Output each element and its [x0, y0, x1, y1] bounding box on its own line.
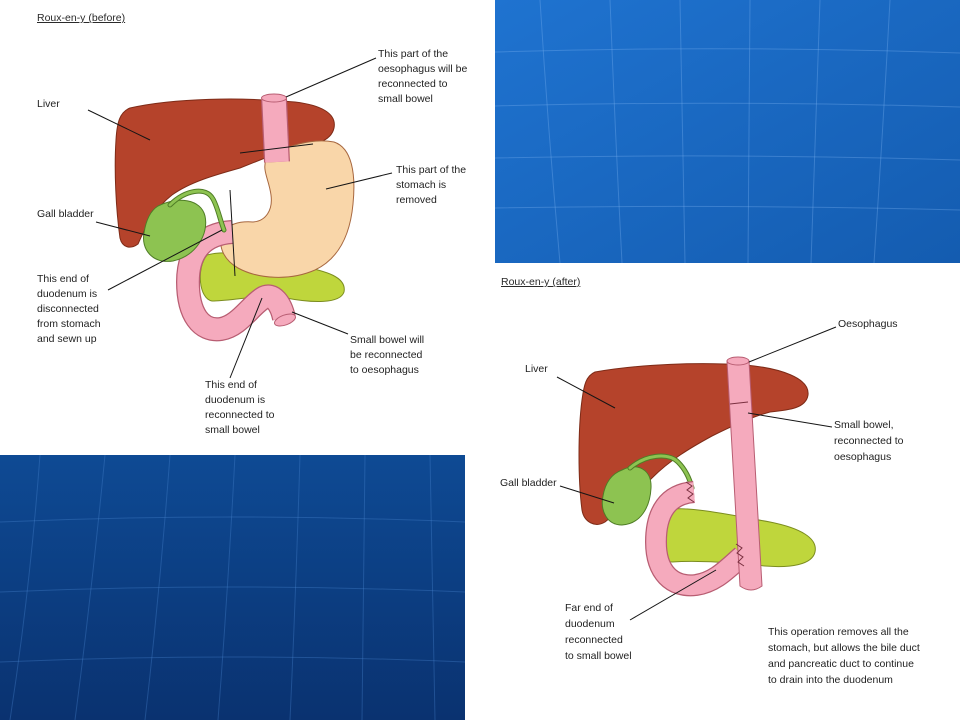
oesophagus-note: This part of the oesophagus will be reco… — [378, 47, 467, 107]
pointer-far-end-note — [629, 569, 717, 621]
note-line: small bowel — [378, 93, 433, 105]
note-line: This part of the — [378, 48, 449, 60]
pointer-liver — [556, 376, 616, 409]
navy-panel-grid — [0, 455, 465, 720]
note-line: duodenum — [565, 618, 615, 630]
note-line: stomach is — [396, 179, 447, 191]
note-line: and pancreatic duct to continue — [768, 658, 914, 670]
pointer-gall-bladder — [559, 485, 615, 504]
bile-duct — [628, 454, 694, 490]
note-line: disconnected — [37, 303, 99, 315]
pointer-duodenum-reconnect-note — [229, 297, 263, 379]
pointer-liver — [87, 109, 151, 141]
note-line: from stomach — [37, 318, 101, 330]
operation-note: This operation removes all the stomach, … — [768, 624, 920, 688]
note-line: Small bowel, — [834, 419, 894, 431]
duodenum-cut-line — [229, 189, 236, 277]
oesophagus-cut-line — [239, 143, 314, 154]
before-title: Roux-en-y (before) — [37, 12, 126, 24]
note-line: This end of — [37, 273, 89, 285]
note-line: duodenum is — [37, 288, 98, 300]
blue-panel-grid — [495, 0, 960, 263]
small-bowel-cut-line — [729, 401, 749, 405]
liver-label: Liver — [37, 98, 60, 110]
small-bowel-end — [274, 313, 296, 327]
note-line: Small bowel will — [350, 334, 425, 346]
after-diagram — [556, 326, 837, 621]
oesophagus-label: Oesophagus — [838, 318, 898, 330]
oesophagus-opening — [261, 93, 287, 103]
small-bowel-note: Small bowel, reconnected to oesophagus — [834, 417, 903, 465]
duodenum-tube — [177, 221, 295, 340]
note-line: to small bowel — [565, 650, 632, 662]
liver-label: Liver — [525, 363, 548, 375]
note-line: reconnected — [565, 634, 623, 646]
note-line: small bowel — [205, 424, 260, 436]
note-line: oesophagus will be — [378, 63, 468, 75]
pointer-small-bowel-note — [747, 412, 833, 428]
gall-bladder-label: Gall bladder — [37, 208, 94, 220]
duodenum-stitch-marks — [685, 481, 695, 503]
note-line: and sewn up — [37, 333, 97, 345]
note-line: Far end of — [565, 602, 613, 614]
note-line: be reconnected — [350, 349, 423, 361]
note-line: reconnected to — [834, 435, 904, 447]
pointer-duodenum-end-note — [107, 229, 223, 291]
note-line: stomach, but allows the bile duct — [768, 642, 920, 654]
small-bowel-note: Small bowel will be reconnected to oesop… — [350, 333, 424, 378]
oesophagus-tube — [262, 98, 289, 163]
top-right-blue-panel — [495, 0, 960, 263]
far-end-note: Far end of duodenum reconnected to small… — [565, 600, 632, 664]
note-line: to drain into the duodenum — [768, 674, 893, 686]
navy-panel-fill — [0, 455, 465, 720]
pointer-gall-bladder — [95, 221, 151, 237]
note-line: This end of — [205, 379, 257, 391]
pointer-small-bowel-note — [291, 311, 349, 335]
blue-panel-fill — [495, 0, 960, 263]
bottom-left-navy-panel — [0, 455, 465, 720]
bile-duct — [168, 189, 226, 232]
pointer-stomach-note — [325, 172, 393, 190]
gall-bladder-shape — [143, 199, 207, 262]
note-line: reconnected to — [378, 78, 448, 90]
note-line: removed — [396, 194, 437, 206]
before-diagram — [87, 57, 393, 379]
note-line: This operation removes all the — [768, 626, 909, 638]
after-title: Roux-en-y (after) — [501, 276, 581, 288]
small-bowel-opening — [726, 356, 750, 366]
pointer-oesophagus-note — [285, 57, 377, 98]
stomach-shape — [220, 140, 355, 278]
note-line: to oesophagus — [350, 364, 419, 376]
note-line: This part of the — [396, 164, 467, 176]
note-line: duodenum is — [205, 394, 266, 406]
small-bowel-tube — [726, 360, 763, 591]
duodenum-tube — [646, 482, 749, 596]
note-line: reconnected to — [205, 409, 275, 421]
pointer-oesophagus — [748, 326, 837, 363]
small-bowel-stitch-marks — [735, 543, 745, 567]
note-line: oesophagus — [834, 451, 892, 463]
stomach-note: This part of the stomach is removed — [396, 163, 466, 208]
duodenum-end-note: This end of duodenum is disconnected fro… — [37, 272, 101, 347]
gall-bladder-label: Gall bladder — [500, 477, 557, 489]
duodenum-reconnect-note: This end of duodenum is reconnected to s… — [205, 378, 274, 438]
gall-bladder-shape — [601, 466, 652, 526]
